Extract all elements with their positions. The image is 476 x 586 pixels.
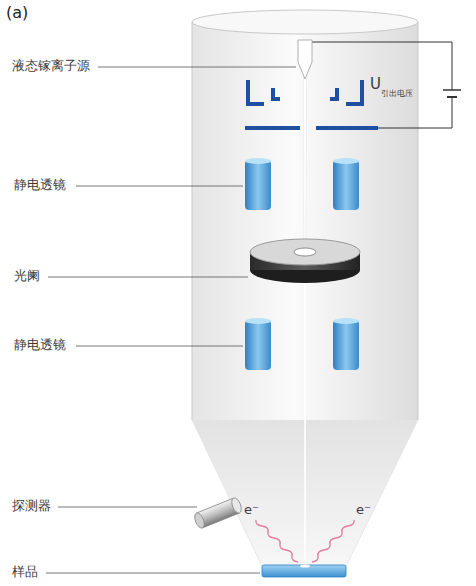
extraction-plates-part — [245, 126, 300, 130]
leader-lines-part — [76, 346, 243, 347]
ion-source-tip-part — [298, 40, 312, 79]
extraction-plates-part — [316, 126, 378, 130]
extractor-electrodes-part — [346, 80, 362, 104]
upper-lens-part — [245, 158, 271, 164]
extraction-circuit — [312, 42, 461, 128]
leader-lines-part — [98, 67, 296, 68]
leader-lines-part — [46, 573, 260, 574]
extraction-circuit-part — [312, 42, 452, 90]
part-name: 光阑 — [14, 269, 40, 284]
column-body-part — [418, 22, 419, 420]
ion-beam-part — [304, 270, 306, 565]
upper-lens-part — [333, 160, 359, 210]
electron-symbol: e⁻ — [244, 503, 259, 518]
detector-symbol-part — [193, 512, 206, 530]
upper-lens-part — [245, 160, 271, 210]
part-name: 静电透镜 — [14, 178, 66, 193]
extractor-electrodes-part — [273, 88, 280, 99]
voltage-subscript: 引出电压 — [381, 89, 413, 98]
extraction-circuit-part — [378, 97, 452, 128]
upper-lens — [245, 158, 359, 210]
column-body-part — [192, 22, 193, 420]
extraction-circuit-part — [443, 89, 461, 91]
aperture-disk-part — [250, 239, 360, 265]
sample-slab-part — [300, 564, 310, 567]
sample-slab — [262, 564, 346, 577]
upper-lens-part — [333, 158, 359, 164]
secondary-electron-waves-part — [256, 520, 298, 562]
aperture-disk-part — [294, 248, 316, 256]
column-body-part — [192, 10, 418, 34]
panel-label: (a) — [6, 4, 28, 22]
lower-lens-part — [333, 320, 359, 370]
electron-symbol: e⁻ — [356, 503, 371, 518]
detector-symbol — [193, 497, 243, 530]
leader-lines — [46, 67, 296, 573]
extractor-electrodes-part — [248, 80, 264, 104]
lower-lens — [245, 318, 359, 370]
part-name: 探测器 — [12, 499, 51, 514]
detector-symbol-part — [230, 497, 243, 515]
lower-lens-part — [245, 320, 271, 370]
secondary-electron-waves — [256, 520, 354, 562]
aperture-disk — [250, 239, 360, 283]
extractor-electrodes-part — [330, 88, 337, 99]
ion-beam-part — [304, 78, 307, 250]
lower-lens-part — [333, 318, 359, 324]
part-name: 静电透镜 — [14, 338, 66, 353]
leader-lines-part — [58, 507, 197, 508]
leader-lines-part — [76, 186, 243, 187]
extraction-plates — [245, 126, 378, 130]
voltage-symbol: U — [370, 76, 381, 93]
leader-lines-part — [48, 277, 248, 278]
sample-slab-part — [262, 565, 346, 577]
ion-beam — [304, 78, 307, 565]
part-name: 样品 — [12, 565, 38, 580]
ion-source-tip — [298, 40, 312, 79]
part-name: 液态镓离子源 — [12, 59, 90, 74]
lower-lens-part — [245, 318, 271, 324]
secondary-electron-waves-part — [312, 520, 354, 562]
extractor-electrodes — [248, 80, 362, 104]
